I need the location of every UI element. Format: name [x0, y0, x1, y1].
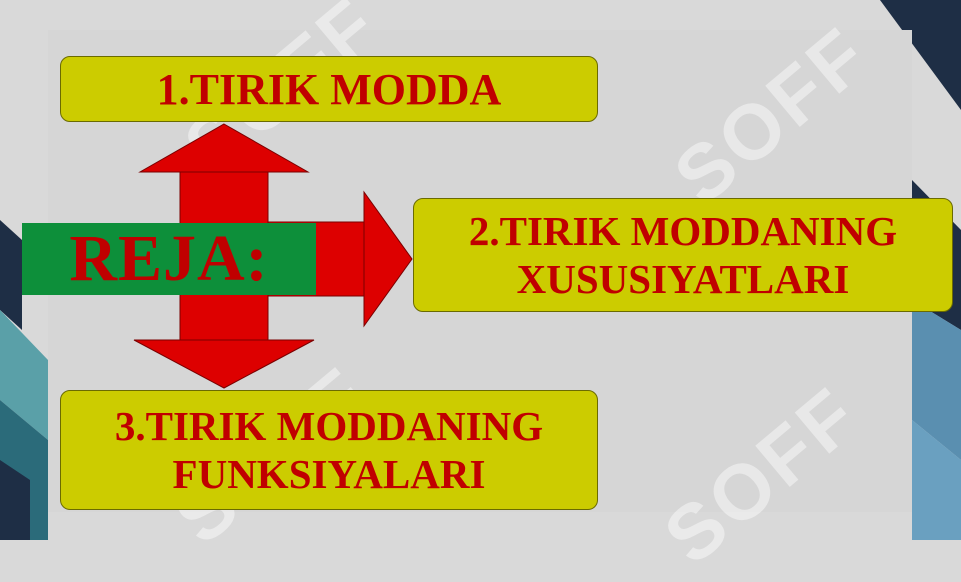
reja-label: REJA:: [22, 223, 316, 295]
plan-item-1-text: 1.TIRIK MODDA: [156, 64, 502, 114]
plan-item-2-line2: XUSUSIYATLARI: [516, 256, 850, 302]
arrow-down-icon: [133, 339, 315, 389]
plan-item-2: 2.TIRIK MODDANING XUSUSIYATLARI: [413, 198, 953, 312]
plan-item-3-line1: 3.TIRIK MODDANING: [114, 403, 544, 449]
plan-item-1: 1.TIRIK MODDA: [60, 56, 598, 122]
plan-item-3-line2: FUNKSIYALARI: [172, 451, 486, 497]
arrow-right-icon: [363, 190, 413, 328]
plan-item-3: 3.TIRIK MODDANING FUNKSIYALARI: [60, 390, 598, 510]
plan-item-2-line1: 2.TIRIK MODDANING: [468, 208, 898, 254]
arrow-up-icon: [138, 123, 310, 173]
